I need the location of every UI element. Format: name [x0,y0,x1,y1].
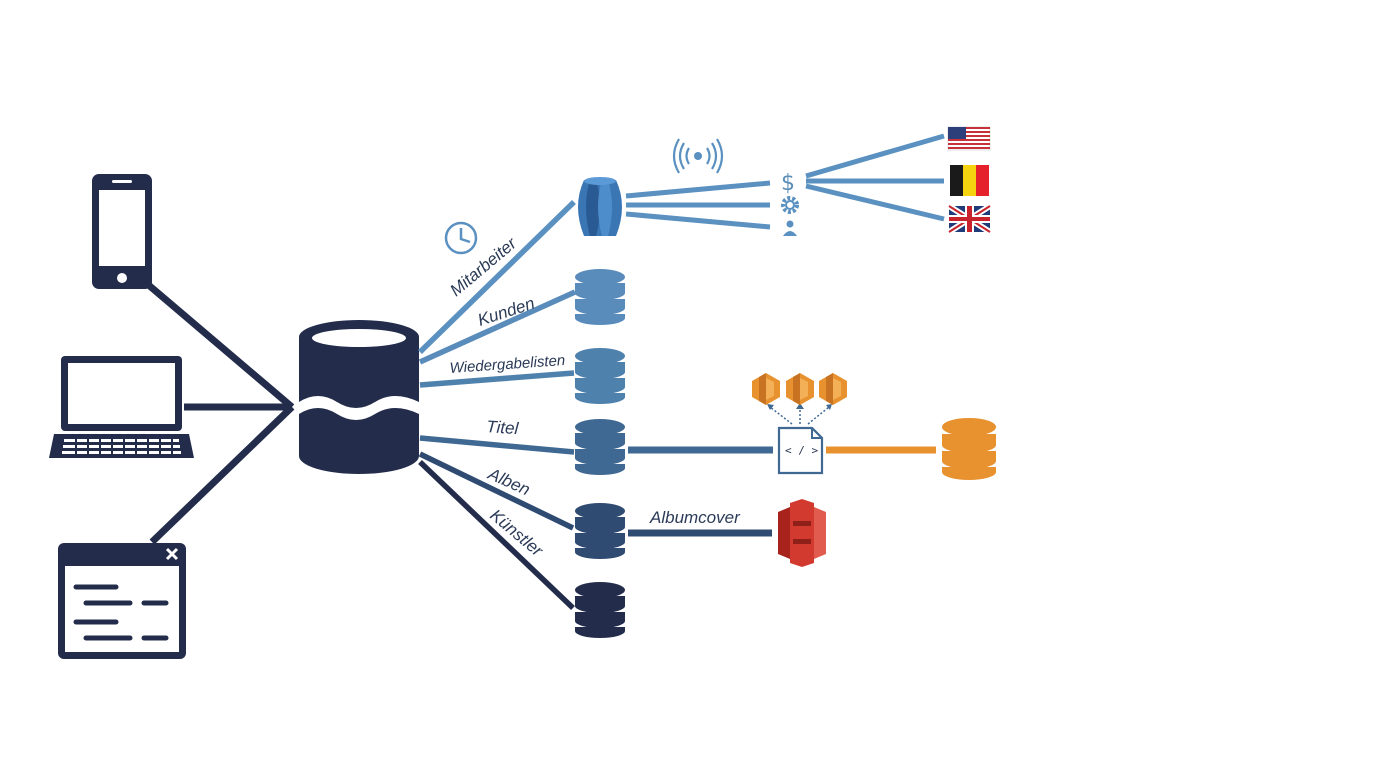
gear-icon [781,196,799,214]
code-file-icon: < / > [777,426,824,475]
compute-arrowheads [767,403,832,410]
broadcast-icon [672,138,724,174]
kuenstler-connector [418,460,575,610]
kunden-database-icon [575,269,625,325]
cluster-connectors [625,180,771,230]
compute-instance-icon-3 [819,373,847,405]
compute-instance-icon-1 [752,373,780,405]
titel-database-icon [575,419,625,475]
compute-instance-icon-2 [786,373,814,405]
mitarbeiter-connector [418,200,576,354]
wiedergabelisten-database-icon [575,348,625,404]
uk-flag-icon [947,203,992,235]
flag-connectors [805,133,945,222]
dollar-icon: $ [781,171,795,196]
employee-cluster-icon [578,177,622,236]
table-connectors [418,200,577,610]
alben-database-icon [575,503,625,559]
belgium-flag-icon [950,165,989,196]
alben-connector [418,451,575,531]
orange-database-icon [942,418,996,480]
client-connectors [142,279,295,545]
mobile-phone-icon [92,174,152,289]
label-albumcover: Albumcover [649,508,741,527]
storage-bucket-icon [778,499,826,567]
central-database-icon [299,320,419,474]
compute-arrows [769,406,830,425]
phone-connector [142,279,295,410]
browser-connector [149,404,295,545]
us-flag-icon [947,126,991,151]
code-label: < / > [785,444,818,457]
browser-window-icon [58,543,186,659]
person-icon [783,220,797,236]
kunden-connector [418,289,577,365]
clock-icon [444,221,478,255]
laptop-icon [49,356,194,458]
wiedergabelisten-connector [419,370,575,388]
kuenstler-database-icon [575,582,625,638]
label-titel: Titel [486,417,520,438]
titel-connector [419,435,575,455]
